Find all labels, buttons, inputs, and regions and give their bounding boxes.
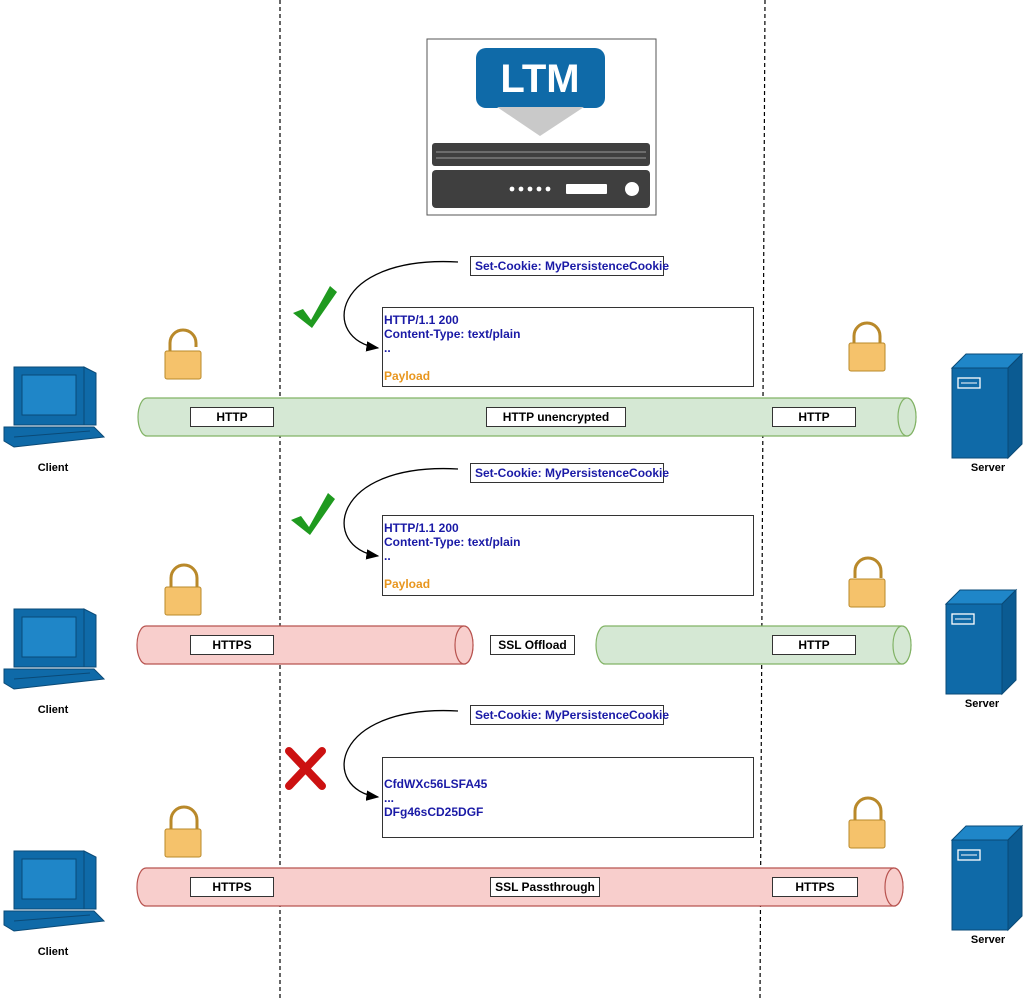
row1-right-label: HTTP	[772, 407, 856, 427]
row1-message-line2: Content-Type: text/plain	[384, 327, 521, 341]
row2-cookie-label: Set-Cookie: MyPersistenceCookie	[470, 463, 669, 483]
row3-server-closed-lock-icon	[848, 796, 886, 849]
row1-server-label: Server	[970, 462, 1006, 474]
row2-server-icon	[944, 588, 1018, 696]
row2-client-computer-icon	[3, 608, 106, 690]
row1-response-message: HTTP/1.1 200 Content-Type: text/plain ..…	[382, 307, 754, 387]
row2-right-label: HTTP	[772, 635, 856, 655]
row2-cookie-arrow	[343, 468, 459, 560]
row3-client-label: Client	[37, 946, 69, 958]
row1-message-payload: Payload	[384, 369, 431, 383]
ltm-logo-text: LTM	[500, 57, 579, 101]
row1-message-line1: HTTP/1.1 200	[384, 313, 459, 327]
row3-cookie-arrow	[343, 710, 459, 801]
row3-client-computer-icon	[3, 850, 106, 932]
row2-message-line2: Content-Type: text/plain	[384, 535, 521, 549]
row2-server-open-lock-icon	[848, 556, 886, 608]
row3-client-closed-lock-icon	[164, 805, 202, 858]
row1-client-open-lock-icon	[164, 328, 202, 380]
row2-client-closed-lock-icon	[164, 563, 202, 616]
row1-server-icon	[950, 352, 1024, 460]
row3-server-icon	[950, 824, 1024, 932]
row2-check-icon	[291, 493, 335, 535]
row2-center-label: SSL Offload	[490, 635, 575, 655]
row1-message-line3: ..	[384, 341, 391, 355]
row1-server-open-lock-icon	[848, 321, 886, 372]
row3-message-line3: DFg46sCD25DGF	[384, 805, 484, 819]
row3-message-line1: CfdWXc56LSFA45	[384, 777, 488, 791]
row3-right-label: HTTPS	[772, 877, 858, 897]
row2-message-payload: Payload	[384, 577, 431, 591]
row3-message-line2: ...	[384, 791, 395, 805]
row1-client-label: Client	[37, 462, 69, 474]
row3-center-label: SSL Passthrough	[490, 877, 600, 897]
row2-message-line3: ..	[384, 549, 391, 563]
row3-left-label: HTTPS	[190, 877, 274, 897]
row1-check-icon	[293, 286, 337, 328]
ltm-appliance-icon	[426, 38, 657, 216]
row2-message-line1: HTTP/1.1 200	[384, 521, 459, 535]
row2-http-pipe	[595, 625, 912, 665]
row1-client-computer-icon	[3, 366, 106, 448]
row2-https-pipe	[136, 625, 474, 665]
row1-cookie-label: Set-Cookie: MyPersistenceCookie	[470, 256, 669, 276]
row1-left-label: HTTP	[190, 407, 274, 427]
row1-center-label: HTTP unencrypted	[486, 407, 626, 427]
row2-server-label: Server	[964, 698, 1000, 710]
row2-left-label: HTTPS	[190, 635, 274, 655]
row2-response-message: HTTP/1.1 200 Content-Type: text/plain ..…	[382, 515, 754, 596]
row3-encrypted-message: CfdWXc56LSFA45 ... DFg46sCD25DGF	[382, 757, 754, 838]
right-boundary-line	[759, 0, 766, 1000]
row3-cookie-label: Set-Cookie: MyPersistenceCookie	[470, 705, 669, 725]
row2-client-label: Client	[37, 704, 69, 716]
row3-server-label: Server	[970, 934, 1006, 946]
row3-cross-icon	[285, 747, 326, 790]
row1-cookie-arrow	[343, 261, 459, 352]
